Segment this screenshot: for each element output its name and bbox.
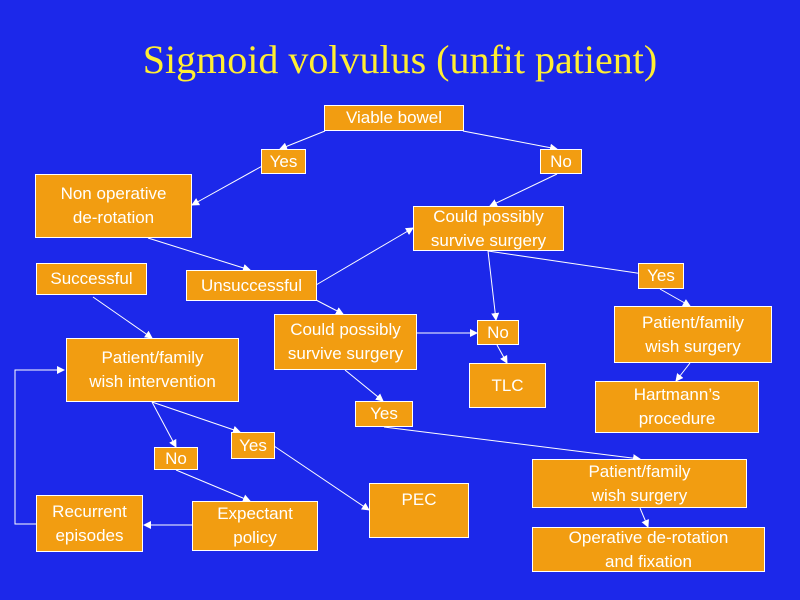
edge-wish-yes xyxy=(151,401,241,434)
edge-no3-expectant xyxy=(175,469,251,502)
patient-family-wish-surgery-box-2: Patient/family wish surgery xyxy=(532,459,747,508)
could-survive-surgery-box-1: Could possibly survive surgery xyxy=(413,206,564,251)
no-box-3: No xyxy=(154,447,198,470)
hartmanns-procedure-box: Hartmann’s procedure xyxy=(595,381,759,433)
yes-box-1: Yes xyxy=(261,149,306,174)
could-survive-surgery-box-2: Could possibly survive surgery xyxy=(274,314,417,370)
patient-family-wish-intervention-box: Patient/family wish intervention xyxy=(66,338,239,402)
edge-yes2-wishsurgery xyxy=(659,288,691,307)
edge-yes4-pec xyxy=(273,445,370,511)
viable-bowel-box: Viable bowel xyxy=(324,105,464,131)
edge-no2-tlc xyxy=(496,344,508,364)
page-title: Sigmoid volvulus (unfit patient) xyxy=(142,37,658,82)
unsuccessful-box: Unsuccessful xyxy=(186,270,317,301)
edge-nonoperative-unsuccessful xyxy=(147,237,251,272)
edge-survive-no xyxy=(487,250,500,321)
pec-box: PEC xyxy=(369,483,469,538)
edge-yes-nonoperative xyxy=(191,164,265,206)
non-operative-derotation-box: Non operative de-rotation xyxy=(35,174,192,238)
edge-survive2-yes xyxy=(344,369,384,402)
edge-wish-no xyxy=(151,401,177,448)
recurrent-episodes-box: Recurrent episodes xyxy=(36,495,143,552)
edge-unsuccessful-survive xyxy=(315,227,414,286)
edge-successful-wish xyxy=(92,296,153,339)
edge-wishsurgery2-operative xyxy=(639,507,649,528)
edge-no-survive xyxy=(489,173,558,207)
tlc-box: TLC xyxy=(469,363,546,408)
no-box-1: No xyxy=(540,149,582,174)
edge-yes3-wishsurgery2 xyxy=(383,426,641,463)
edge-survive-yes xyxy=(487,250,651,278)
no-box-2: No xyxy=(477,320,519,345)
patient-family-wish-surgery-box-1: Patient/family wish surgery xyxy=(614,306,772,363)
expectant-policy-box: Expectant policy xyxy=(192,501,318,551)
edge-viable-no xyxy=(462,130,558,152)
yes-box-4: Yes xyxy=(231,432,275,459)
yes-box-3: Yes xyxy=(355,401,413,427)
yes-box-2: Yes xyxy=(638,263,684,289)
successful-box: Successful xyxy=(36,263,147,295)
edge-unsuccessful-survive2 xyxy=(315,299,344,315)
operative-derotation-fixation-box: Operative de-rotation and fixation xyxy=(532,527,765,572)
edge-viable-yes xyxy=(279,130,326,151)
edge-wishsurgery-hartmann xyxy=(675,362,691,382)
edge-recurrent-loop xyxy=(14,366,65,525)
